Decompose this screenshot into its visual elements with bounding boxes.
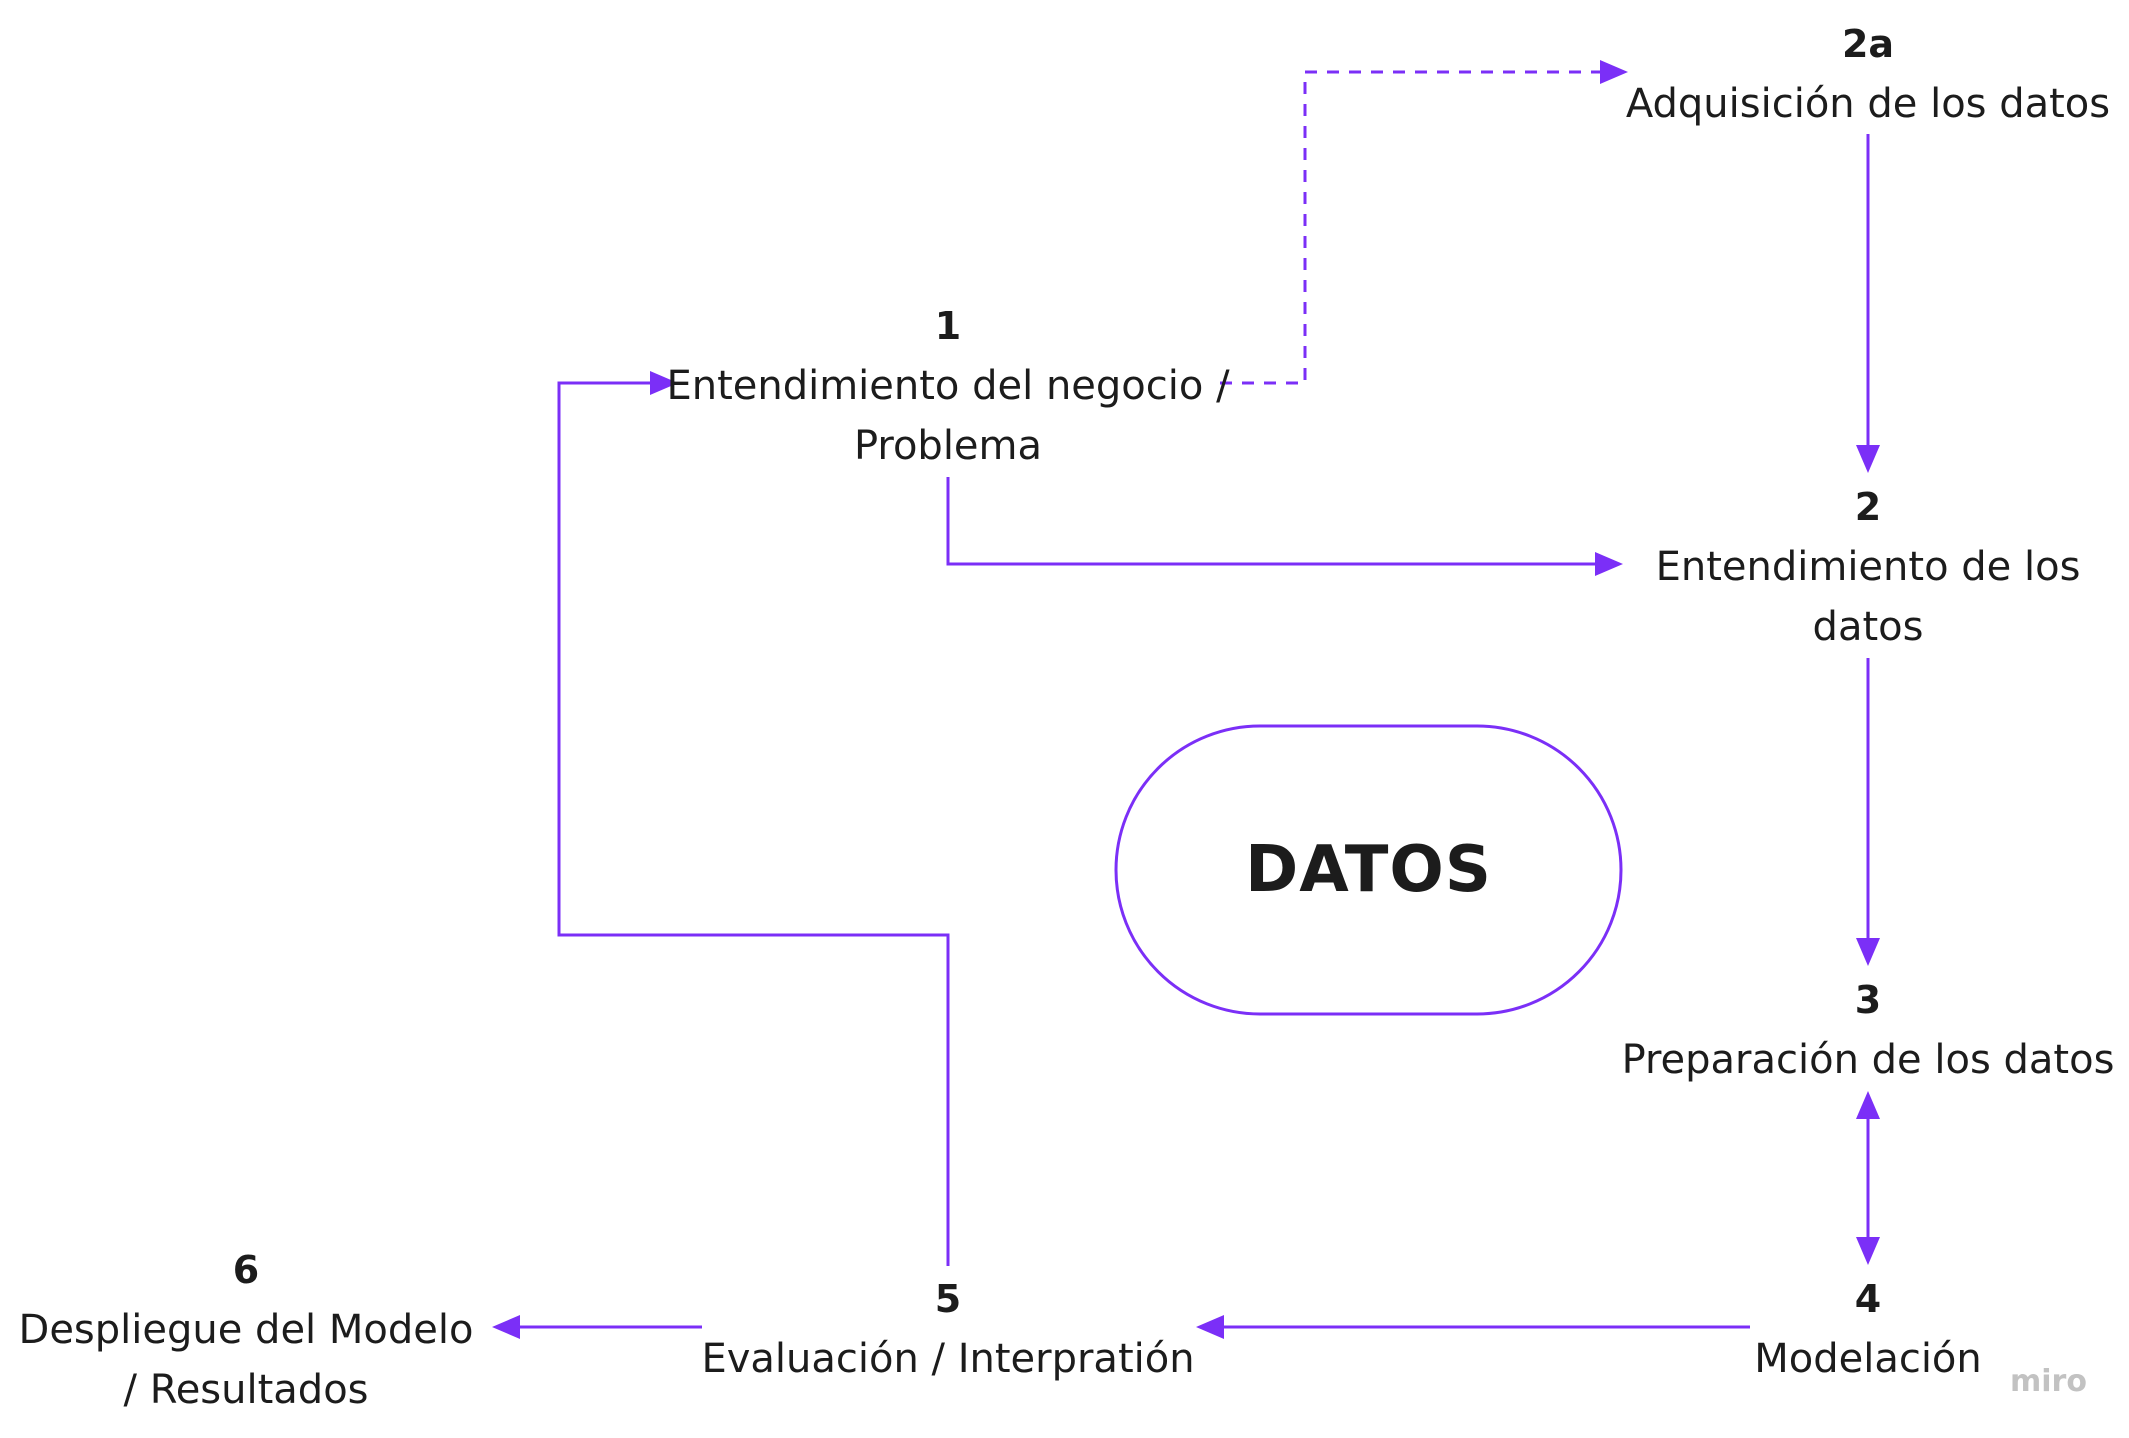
arrowhead-6: [492, 1315, 520, 1339]
node-2a: 2a Adquisición de los datos: [1608, 14, 2128, 134]
node-3: 3 Preparación de los datos: [1598, 970, 2129, 1090]
node-4-label: Modelación: [1754, 1336, 1982, 1382]
node-2-number: 2: [1854, 485, 1882, 529]
node-4: 4 Modelación: [1690, 1269, 2046, 1389]
arrowhead-2: [1856, 445, 1880, 473]
miro-watermark: miro: [2010, 1364, 2087, 1399]
connector-5-to-1: [557, 381, 950, 1266]
arrowhead-2a: [1600, 60, 1628, 84]
arrowhead-3: [1856, 938, 1880, 966]
node-3-label: Preparación de los datos: [1621, 1037, 2115, 1083]
node-6-label: Despliegue del Modelo / Resultados: [18, 1307, 474, 1413]
arrowhead-5: [1196, 1315, 1224, 1339]
connector-1-to-2a: [1220, 70, 1600, 385]
node-1: 1 Entendimiento del negocio / Problema: [658, 296, 1238, 476]
arrowhead-4: [1856, 1237, 1880, 1265]
node-3-number: 3: [1854, 978, 1882, 1022]
node-6: 6 Despliegue del Modelo / Resultados: [8, 1240, 484, 1420]
node-2-label: Entendimiento de los datos: [1655, 544, 2081, 650]
node-2a-label: Adquisición de los datos: [1625, 81, 2111, 127]
arrowhead-2-left: [1595, 552, 1623, 576]
node-6-number: 6: [232, 1248, 260, 1292]
node-2: 2 Entendimiento de los datos: [1626, 477, 2110, 657]
node-1-number: 1: [934, 304, 962, 348]
node-5-label: Evaluación / Interpratión: [701, 1336, 1195, 1382]
node-5-number: 5: [934, 1277, 962, 1321]
node-5: 5 Evaluación / Interpratión: [680, 1269, 1216, 1389]
node-2a-number: 2a: [1841, 22, 1895, 66]
node-4-number: 4: [1854, 1277, 1882, 1321]
node-1-label: Entendimiento del negocio / Problema: [666, 363, 1230, 469]
center-label-datos: DATOS: [1245, 833, 1492, 907]
arrowhead-3-up: [1856, 1091, 1880, 1119]
center-pill: [1114, 724, 1623, 1016]
arrowhead-1: [650, 371, 678, 395]
connector-1-to-2: [946, 477, 1595, 566]
